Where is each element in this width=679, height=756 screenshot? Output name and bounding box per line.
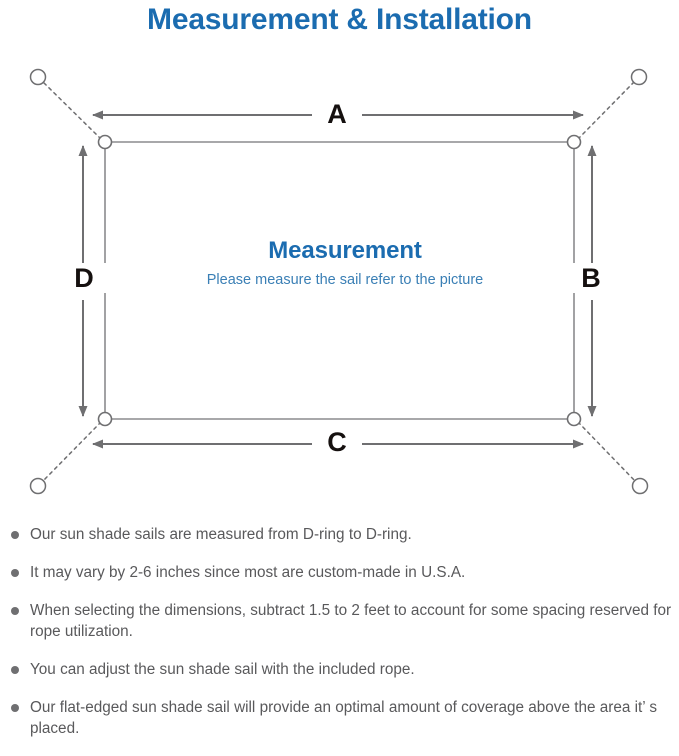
- list-item: When selecting the dimensions, subtract …: [0, 600, 679, 642]
- list-item-text: Our flat-edged sun shade sail will provi…: [30, 699, 657, 737]
- anchor-point-bottom-right: [631, 477, 649, 495]
- rope-bottom-left: [41, 421, 102, 483]
- dimension-label-a: A: [312, 99, 362, 129]
- list-item: You can adjust the sun shade sail with t…: [0, 659, 679, 680]
- measurement-diagram: A B C D Measurement Please measure the s…: [0, 48, 679, 518]
- d-ring-bottom-right: [566, 411, 582, 427]
- d-ring-top-left: [97, 134, 113, 150]
- bullet-icon: [11, 704, 19, 712]
- rope-bottom-right: [577, 421, 637, 483]
- anchor-point-top-right: [630, 68, 648, 86]
- diagram-center-caption: Measurement Please measure the sail refe…: [115, 236, 575, 291]
- list-item-text: You can adjust the sun shade sail with t…: [30, 661, 415, 678]
- rope-top-right: [577, 80, 636, 140]
- list-item: It may vary by 2-6 inches since most are…: [0, 562, 679, 583]
- anchor-point-top-left: [29, 68, 47, 86]
- list-item-text: It may vary by 2-6 inches since most are…: [30, 564, 466, 581]
- dimension-label-c: C: [312, 427, 362, 457]
- anchor-point-bottom-left: [29, 477, 47, 495]
- bullet-icon: [11, 569, 19, 577]
- bullet-icon: [11, 666, 19, 674]
- page-title: Measurement & Installation: [147, 3, 532, 36]
- diagram-svg: [29, 68, 649, 495]
- dimension-label-b: B: [568, 263, 614, 293]
- rope-top-left: [41, 80, 102, 140]
- list-item-text: When selecting the dimensions, subtract …: [30, 602, 672, 640]
- bullet-icon: [11, 607, 19, 615]
- list-item: Our flat-edged sun shade sail will provi…: [0, 697, 679, 739]
- d-ring-top-right: [566, 134, 582, 150]
- d-ring-bottom-left: [97, 411, 113, 427]
- list-item-text: Our sun shade sails are measured from D-…: [30, 526, 412, 543]
- dimension-label-d: D: [61, 263, 107, 293]
- measurement-heading: Measurement: [268, 237, 422, 264]
- list-item: Our sun shade sails are measured from D-…: [0, 524, 679, 545]
- notes-list: Our sun shade sails are measured from D-…: [0, 524, 679, 756]
- measurement-subheading: Please measure the sail refer to the pic…: [206, 272, 484, 288]
- bullet-icon: [11, 531, 19, 539]
